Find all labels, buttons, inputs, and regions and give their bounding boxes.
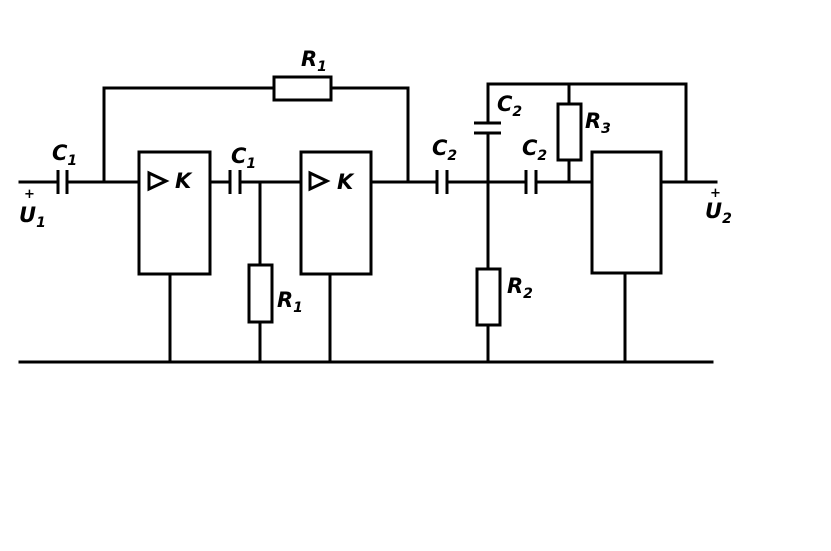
label-u2: U2 — [705, 199, 732, 227]
label-r1-middle: R1 — [277, 288, 303, 316]
label-r1-top: R1 — [301, 47, 327, 75]
resistor-r1-middle — [247, 263, 274, 324]
label-r2: R2 — [507, 274, 533, 302]
label-c1-middle: C1 — [231, 144, 256, 172]
label-c1-input: C1 — [52, 141, 77, 169]
label-u1: U1 — [19, 203, 46, 231]
amplifier-3 — [590, 150, 663, 275]
label-c2-top: C2 — [497, 92, 522, 120]
resistor-r2 — [475, 267, 502, 327]
feedback-wire-right — [329, 86, 410, 184]
label-c2-a: C2 — [432, 136, 457, 164]
label-u1-sign: + — [24, 187, 35, 202]
capacitor-c2-a — [435, 170, 449, 194]
label-amp2-k: K — [337, 170, 355, 194]
feedback-wire-left — [102, 86, 276, 184]
resistor-r3 — [556, 102, 583, 162]
top-feedback-rail — [486, 82, 688, 184]
capacitor-c1-middle — [228, 170, 242, 194]
label-u2-sign: + — [710, 186, 721, 201]
capacitor-c2-b — [524, 170, 538, 194]
label-amp1-k: K — [175, 169, 193, 193]
amplifier-1-triangle-icon — [147, 170, 170, 192]
capacitor-c1-input — [56, 170, 69, 194]
amplifier-1 — [137, 150, 212, 276]
capacitor-c2-top — [474, 121, 501, 135]
label-c2-b: C2 — [522, 136, 547, 164]
resistor-r1-top — [272, 75, 333, 102]
label-r3: R3 — [585, 109, 611, 137]
amplifier-2-triangle-icon — [308, 170, 331, 192]
amplifier-2 — [299, 150, 373, 276]
